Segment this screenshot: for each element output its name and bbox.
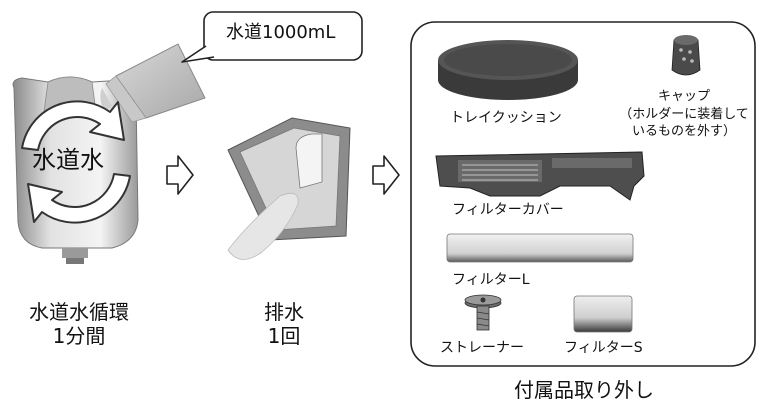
step-2-label: 排水 1回	[244, 300, 324, 348]
step-1-label: 水道水循環 1分間	[14, 300, 144, 348]
tap-water-label: 水道水	[32, 146, 104, 174]
cap-illustration	[671, 35, 701, 76]
strainer-label: ストレーナー	[440, 340, 524, 356]
process-arrow-2	[372, 155, 400, 195]
filter-l-label: フィルターL	[452, 272, 530, 288]
step-2-title: 排水	[264, 300, 304, 324]
accessories-panel-frame	[410, 21, 756, 367]
tray-cushion-label: トレイクッション	[450, 110, 562, 126]
filter-cover-illustration	[435, 151, 645, 201]
step-1-duration: 1分間	[52, 324, 106, 348]
volume-callout-text: 水道1000mL	[226, 22, 336, 43]
strainer-illustration	[464, 294, 502, 331]
filter-l-illustration	[446, 233, 634, 263]
filter-s-label: フィルターS	[564, 340, 643, 356]
circulation-arrows	[21, 100, 131, 224]
filter-cover-label: フィルターカバー	[452, 202, 564, 218]
tray-cushion-illustration	[438, 40, 578, 100]
step-1-title: 水道水循環	[29, 300, 129, 324]
cap-label-line2: （ホルダーに装着して	[619, 106, 749, 122]
step-2-count: 1回	[267, 324, 301, 348]
filter-s-illustration	[573, 295, 633, 333]
cap-label: キャップ （ホルダーに装着して いるものを外す）	[614, 88, 754, 141]
process-arrow-1	[166, 155, 194, 195]
cap-label-line3: いるものを外す）	[631, 124, 736, 140]
accessories-caption: 付属品取り外し	[514, 378, 654, 402]
volume-callout-bubble	[181, 11, 363, 63]
drain-tray-illustration	[227, 117, 351, 260]
cap-label-line1: キャップ	[657, 89, 710, 104]
